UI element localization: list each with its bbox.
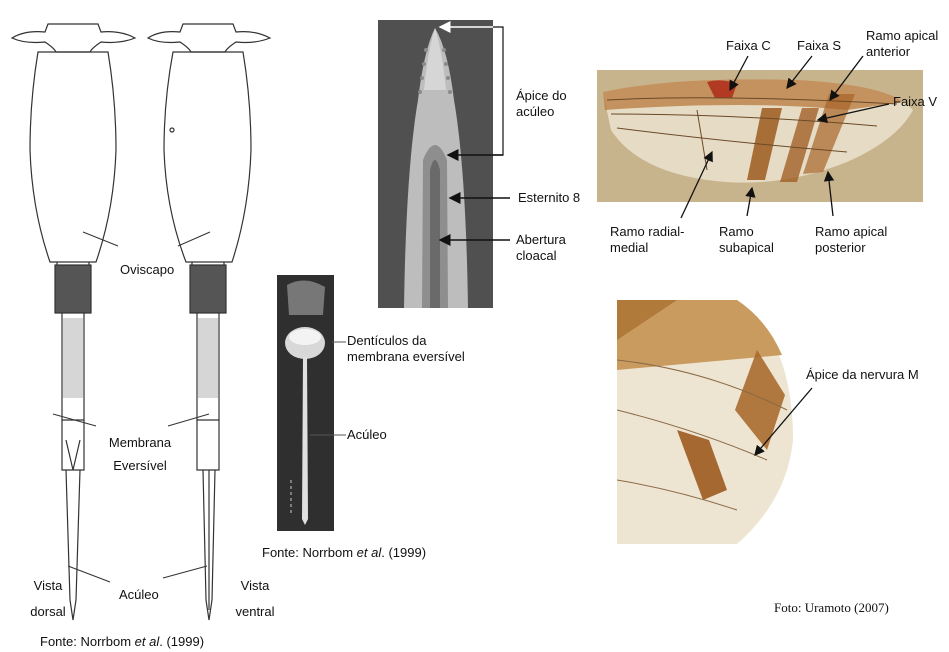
photo-credit: Foto: Uramoto (2007) xyxy=(774,600,889,616)
label-apice-nervura: Ápice da nervura M xyxy=(806,367,919,383)
